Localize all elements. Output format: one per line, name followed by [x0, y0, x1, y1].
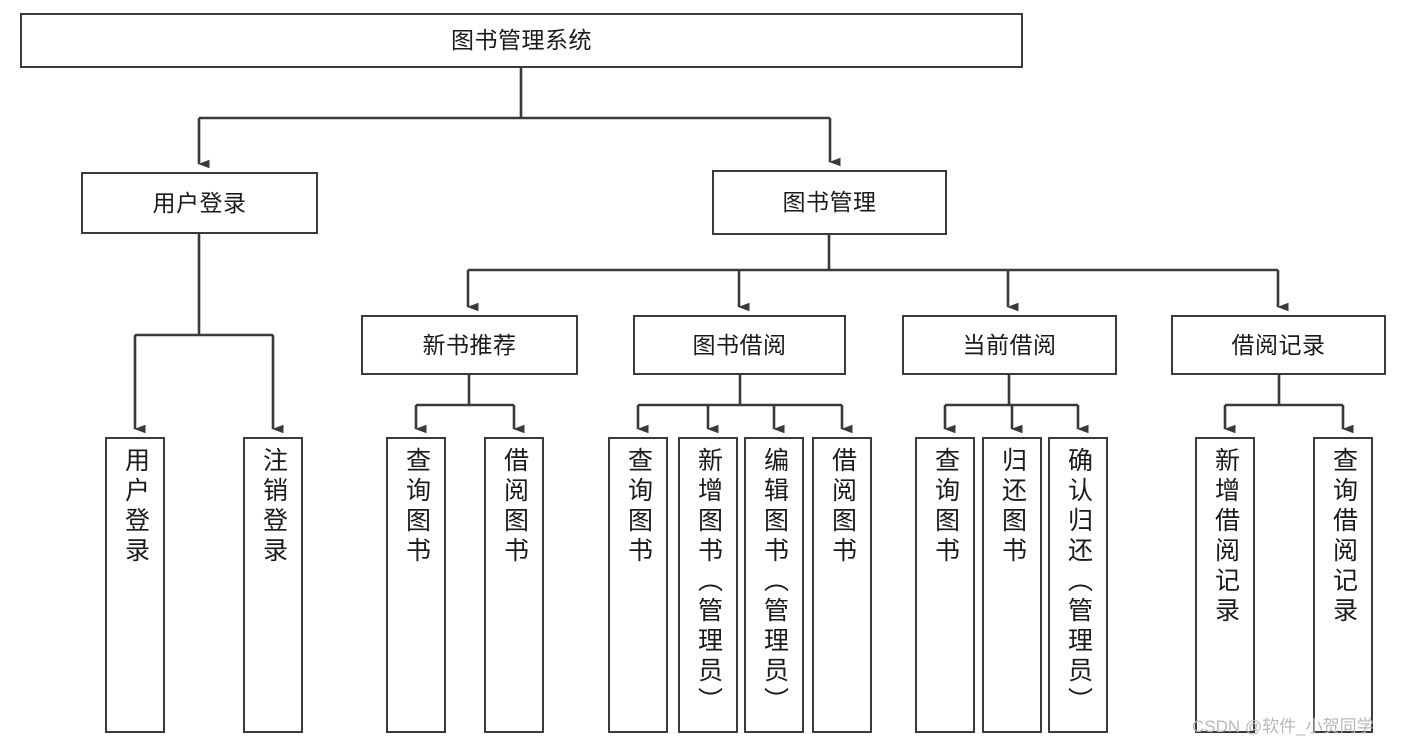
- node-leaf-edit-book-label: 编辑图书（管理员）: [760, 447, 789, 717]
- node-book-borrow-label: 图书借阅: [692, 331, 787, 358]
- node-leaf-add-book-label: 新增图书（管理员）: [694, 447, 723, 717]
- node-leaf-borrow-book-2-label: 借阅图书: [828, 447, 857, 567]
- node-leaf-query-book-1[interactable]: 查询图书: [386, 437, 446, 733]
- node-root[interactable]: 图书管理系统: [20, 13, 1023, 68]
- node-borrow-record-label: 借阅记录: [1231, 331, 1326, 358]
- node-leaf-query-record[interactable]: 查询借阅记录: [1313, 437, 1373, 733]
- node-leaf-query-book-1-label: 查询图书: [402, 447, 431, 567]
- node-leaf-add-book[interactable]: 新增图书（管理员）: [678, 437, 738, 733]
- node-leaf-borrow-book-1-label: 借阅图书: [500, 447, 529, 567]
- node-leaf-logout[interactable]: 注销登录: [243, 437, 303, 733]
- node-current-borrow[interactable]: 当前借阅: [902, 315, 1117, 375]
- node-leaf-borrow-book-2[interactable]: 借阅图书: [812, 437, 872, 733]
- node-leaf-query-record-label: 查询借阅记录: [1329, 447, 1358, 627]
- node-leaf-return-book[interactable]: 归还图书: [982, 437, 1042, 733]
- node-user-login[interactable]: 用户登录: [81, 172, 318, 234]
- node-root-label: 图书管理系统: [451, 27, 592, 54]
- node-leaf-borrow-book-1[interactable]: 借阅图书: [484, 437, 544, 733]
- node-leaf-logout-label: 注销登录: [259, 447, 288, 567]
- watermark: CSDN @软件_小贺同学: [1192, 717, 1374, 736]
- node-leaf-confirm-return-label: 确认归还（管理员）: [1064, 447, 1093, 717]
- node-leaf-query-book-2-label: 查询图书: [624, 447, 653, 567]
- node-leaf-add-record-label: 新增借阅记录: [1211, 447, 1240, 627]
- node-borrow-record[interactable]: 借阅记录: [1171, 315, 1386, 375]
- node-leaf-return-book-label: 归还图书: [998, 447, 1027, 567]
- node-leaf-add-record[interactable]: 新增借阅记录: [1195, 437, 1255, 733]
- node-book-borrow[interactable]: 图书借阅: [633, 315, 846, 375]
- node-leaf-edit-book[interactable]: 编辑图书（管理员）: [744, 437, 804, 733]
- node-new-book-recommend[interactable]: 新书推荐: [361, 315, 578, 375]
- node-leaf-user-login-label: 用户登录: [121, 447, 150, 567]
- node-book-manage[interactable]: 图书管理: [712, 170, 947, 235]
- node-new-book-recommend-label: 新书推荐: [422, 331, 517, 358]
- node-leaf-user-login[interactable]: 用户登录: [105, 437, 165, 733]
- node-book-manage-label: 图书管理: [782, 189, 877, 216]
- node-user-login-label: 用户登录: [152, 189, 247, 216]
- node-current-borrow-label: 当前借阅: [962, 331, 1057, 358]
- node-leaf-query-book-3-label: 查询图书: [931, 447, 960, 567]
- node-leaf-query-book-3[interactable]: 查询图书: [915, 437, 975, 733]
- node-leaf-query-book-2[interactable]: 查询图书: [608, 437, 668, 733]
- node-leaf-confirm-return[interactable]: 确认归还（管理员）: [1048, 437, 1108, 733]
